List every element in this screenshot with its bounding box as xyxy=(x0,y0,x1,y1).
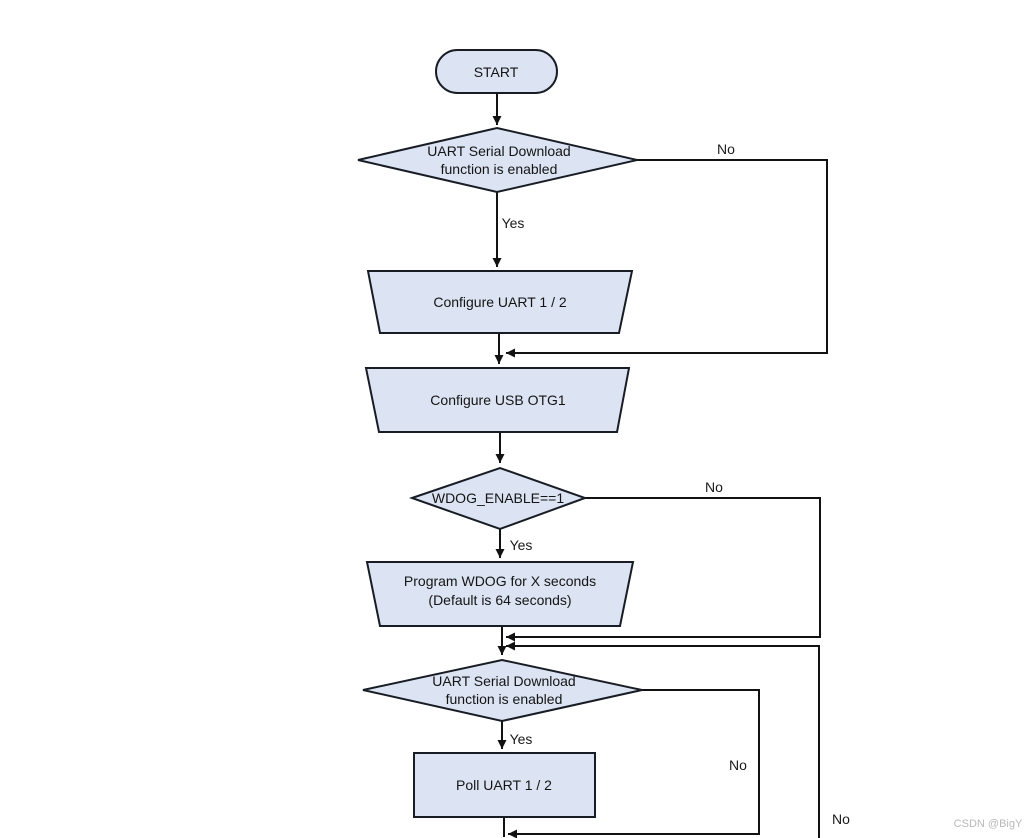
nodes: START UART Serial Download function is e… xyxy=(357,49,643,818)
decision2-label: WDOG_ENABLE==1 xyxy=(432,490,564,506)
poll-uart-node: Poll UART 1 / 2 xyxy=(413,752,596,818)
decision1-label-line1: UART Serial Download xyxy=(427,143,570,159)
decision3-shape xyxy=(362,658,643,723)
decision1-label-line2: function is enabled xyxy=(441,161,558,177)
edge-decision1-no xyxy=(506,159,828,358)
configure-usb-shape xyxy=(364,367,631,433)
program-wdog-node: Program WDOG for X seconds (Default is 6… xyxy=(365,561,635,627)
program-wdog-label-line1: Program WDOG for X seconds xyxy=(404,573,596,589)
decision-uart-download-2: UART Serial Download function is enabled xyxy=(362,658,643,723)
configure-uart-shape xyxy=(366,270,634,334)
decision2-yes-label: Yes xyxy=(510,537,533,553)
bottom-loop-no-label: No xyxy=(832,811,850,827)
poll-uart-label: Poll UART 1 / 2 xyxy=(456,777,552,793)
decision-uart-download-1: UART Serial Download function is enabled xyxy=(357,126,638,194)
decision1-no-label: No xyxy=(717,141,735,157)
decision-wdog-enable: WDOG_ENABLE==1 xyxy=(408,466,588,531)
program-wdog-label-line2: (Default is 64 seconds) xyxy=(428,592,571,608)
decision3-yes-label: Yes xyxy=(510,731,533,747)
edge-decision3-no xyxy=(508,689,760,838)
decision1-yes-label: Yes xyxy=(502,215,525,231)
decision3-label-line1: UART Serial Download xyxy=(432,673,575,689)
start-node: START xyxy=(435,49,558,94)
start-shape xyxy=(435,49,558,94)
decision2-no-label: No xyxy=(705,479,723,495)
edges xyxy=(492,93,828,838)
edge-decision2-no xyxy=(506,497,821,642)
decision2-shape xyxy=(408,466,588,531)
edge-bottom-loop-no xyxy=(506,641,820,838)
csdn-watermark: CSDN @BigY xyxy=(954,818,1023,830)
configure-uart-node: Configure UART 1 / 2 xyxy=(366,270,634,334)
edge-labels: No Yes No Yes No Yes No xyxy=(502,141,851,827)
program-wdog-shape xyxy=(365,561,635,627)
decision3-label-line2: function is enabled xyxy=(446,691,563,707)
start-label: START xyxy=(474,64,519,80)
configure-uart-label: Configure UART 1 / 2 xyxy=(433,294,567,310)
configure-usb-label: Configure USB OTG1 xyxy=(430,392,566,408)
poll-uart-shape xyxy=(413,752,596,818)
decision1-shape xyxy=(357,126,638,194)
configure-usb-node: Configure USB OTG1 xyxy=(364,367,631,433)
decision3-no-label: No xyxy=(729,757,747,773)
